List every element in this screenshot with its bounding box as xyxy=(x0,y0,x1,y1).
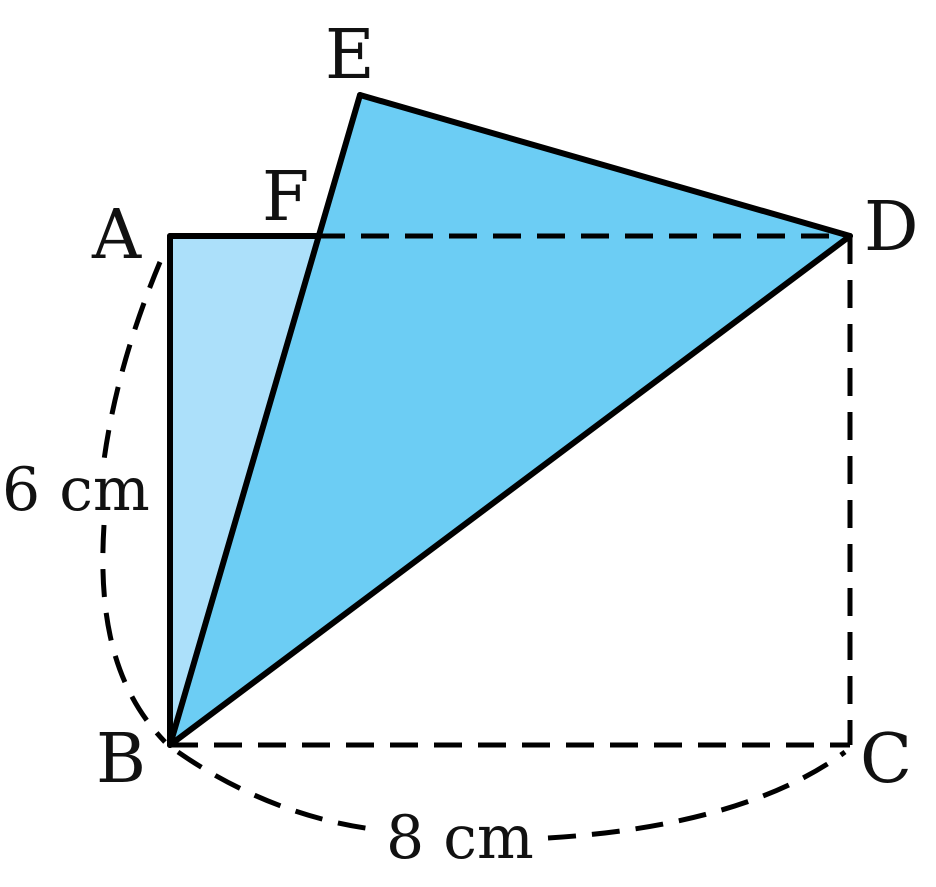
label-d: D xyxy=(864,188,919,267)
triangle-bed xyxy=(170,95,850,745)
dimension-height-label: 6 cm xyxy=(2,455,150,525)
edge-bd xyxy=(167,233,853,748)
label-c: C xyxy=(860,720,912,799)
dimension-arc-height xyxy=(101,261,163,461)
dimension-arc-height-lower xyxy=(100,524,167,744)
dimension-width-label: 8 cm xyxy=(386,803,534,873)
label-f: F xyxy=(262,158,309,237)
dimension-arc-width-right xyxy=(547,749,847,841)
dimension-arc-width-left xyxy=(176,749,381,833)
label-e: E xyxy=(325,16,375,95)
label-a: A xyxy=(91,196,142,275)
edge-be xyxy=(167,92,363,748)
label-b: B xyxy=(96,720,146,799)
edge-ed xyxy=(357,92,853,239)
